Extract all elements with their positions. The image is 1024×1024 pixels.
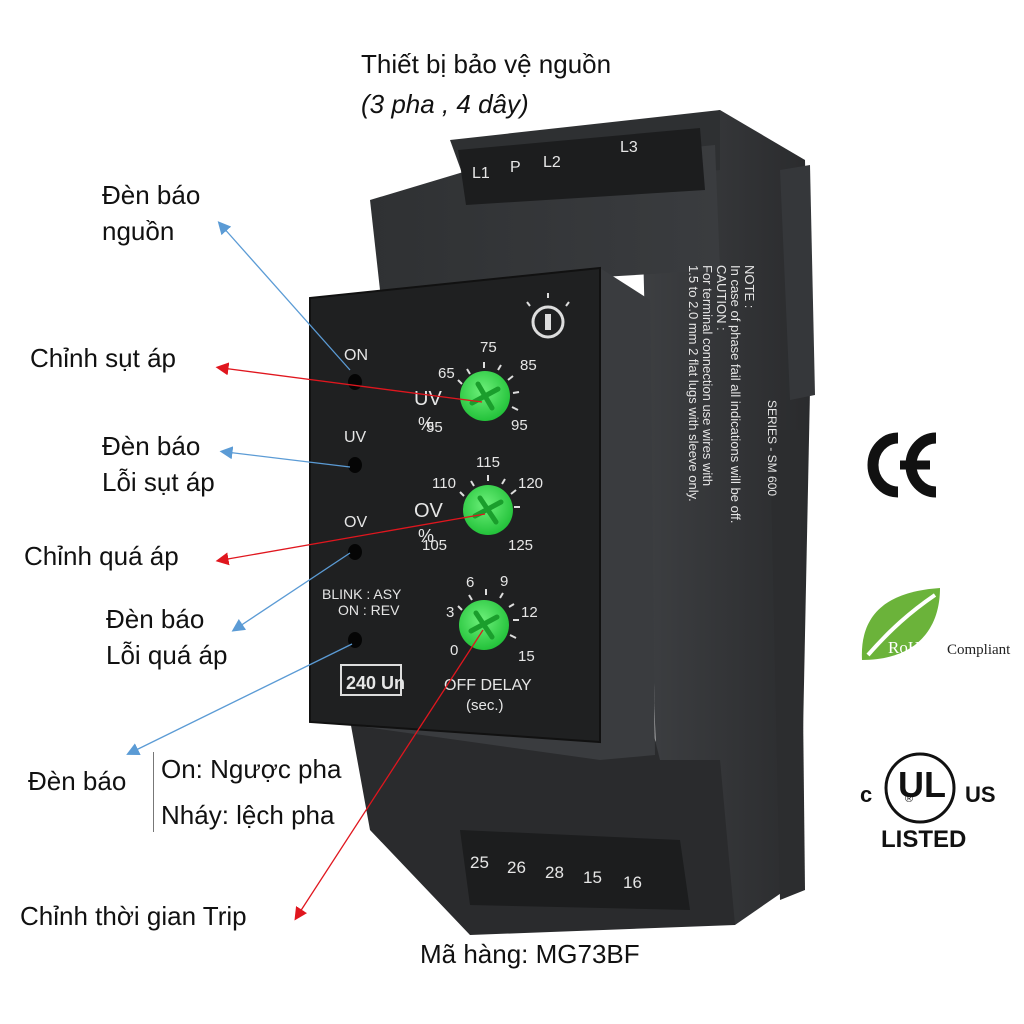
ul-listed: LISTED: [881, 826, 967, 853]
delay-unit: (sec.): [466, 697, 504, 714]
side-note: NOTE : In case of phase fail all indicat…: [686, 265, 757, 523]
delay-scale-3: 3: [446, 604, 454, 621]
ov-scale-125: 125: [508, 537, 533, 554]
divider: [153, 752, 154, 832]
callout-power-led: Đèn báo nguồn: [102, 177, 200, 249]
uv-scale-55: 55: [426, 419, 443, 436]
side-note-line: In case of phase fail all indications wi…: [728, 265, 743, 523]
callout-phase-blink: Nháy: lệch pha: [161, 800, 335, 830]
led-label-on: ON: [344, 347, 368, 364]
callout-ov-led: Đèn báo Lỗi quá áp: [106, 601, 227, 673]
rohs-compliant-text: Compliant: [947, 642, 1011, 658]
terminal-label: L3: [620, 139, 638, 156]
callout-trip-adjust: Chỉnh thời gian Trip: [20, 901, 247, 931]
callout-uv-led: Đèn báo Lỗi sụt áp: [102, 428, 215, 500]
ov-knob-cross-icon: [472, 495, 504, 525]
delay-dial[interactable]: 0 3 6 9 12 15 OFF DELAY (sec.): [444, 573, 538, 714]
uv-dial[interactable]: UV % 55 65 75 85 95: [414, 339, 537, 436]
delay-scale-12: 12: [521, 604, 538, 621]
callout-phase-led-label: Đèn báo: [28, 766, 127, 796]
ce-mark-icon: [867, 432, 937, 498]
page-subtitle: (3 pha , 4 dây): [361, 89, 529, 119]
terminal-label: L1: [472, 165, 490, 182]
side-note-line: NOTE :: [742, 265, 757, 308]
side-note-line: CAUTION :: [714, 265, 729, 331]
callout-line: Đèn báo: [102, 180, 201, 210]
terminal-label: P: [510, 159, 521, 176]
delay-scale-9: 9: [500, 573, 508, 590]
arrow-phase-led: [126, 643, 353, 755]
ov-led: [348, 544, 362, 560]
arrow-uv-adjust: [215, 362, 483, 403]
bottom-terminal-labels: 25 26 28 15 16: [470, 853, 642, 892]
arrow-power-led: [217, 221, 351, 371]
uv-dial-unit: %: [418, 414, 434, 434]
delay-label: OFF DELAY: [444, 677, 532, 694]
led-label-rev: ON : REV: [338, 602, 400, 618]
callout-ov-adjust: Chỉnh quá áp: [24, 541, 179, 571]
callout-line: Lỗi sụt áp: [102, 467, 215, 497]
ul-mark-icon: [884, 752, 956, 824]
side-note-line: For terminal connection use wires with: [700, 265, 715, 486]
callout-phase-on: On: Ngược pha: [161, 754, 342, 784]
callout-uv-adjust: Chỉnh sụt áp: [30, 343, 176, 373]
ov-dial-label: OV: [414, 500, 444, 522]
ov-scale-115: 115: [476, 454, 500, 471]
ov-scale-120: 120: [518, 475, 543, 492]
terminal-label: L2: [543, 154, 561, 171]
rating-box: [340, 664, 402, 696]
delay-scale-0: 0: [450, 642, 458, 659]
ov-ticks: [459, 475, 520, 508]
ul-letters: UL: [898, 764, 946, 805]
ul-c: c: [860, 782, 873, 807]
callout-line: Đèn báo: [106, 604, 205, 634]
arrow-ov-led: [231, 552, 351, 632]
rohs-text: RoHS: [888, 638, 930, 657]
brand-logo-icon: [526, 293, 570, 339]
delay-scale-6: 6: [466, 574, 474, 591]
terminal-label: 28: [545, 863, 564, 882]
led-label-ov: OV: [344, 514, 367, 531]
page-title: Thiết bị bảo vệ nguồn: [361, 49, 612, 79]
rating-label: 240 Un: [346, 673, 405, 693]
top-terminal-labels: L1 P L2 L3: [472, 139, 638, 182]
uv-scale-65: 65: [438, 365, 455, 382]
led-label-uv: UV: [344, 429, 367, 446]
terminal-label: 15: [583, 868, 602, 887]
terminal-label: 26: [507, 858, 526, 877]
terminal-label: 25: [470, 853, 489, 872]
led-column: ON UV OV BLINK : ASY ON : REV 240 Un: [322, 347, 405, 696]
uv-scale-95: 95: [511, 417, 528, 434]
delay-knob-cross-icon: [468, 610, 500, 640]
arrow-ov-adjust: [215, 513, 486, 566]
uv-led: [348, 457, 362, 473]
arrow-uv-led: [219, 446, 351, 468]
callout-line: Lỗi quá áp: [106, 640, 228, 670]
arrow-trip-adjust: [294, 629, 484, 921]
uv-ticks: [457, 362, 520, 411]
ov-scale-110: 110: [432, 475, 456, 492]
ov-dial-unit: %: [418, 526, 434, 546]
rohs-leaf-icon: [861, 588, 940, 660]
uv-scale-85: 85: [520, 357, 537, 374]
ov-dial[interactable]: OV % 105 110 115 120 125: [414, 454, 543, 554]
terminal-label: 16: [623, 873, 642, 892]
delay-scale-15: 15: [518, 648, 535, 665]
series-label: SERIES - SM 600: [765, 400, 779, 496]
ul-registered: ®: [905, 793, 914, 805]
led-label-blink: BLINK : ASY: [322, 586, 402, 602]
uv-scale-75: 75: [480, 339, 497, 356]
ov-scale-105: 105: [422, 537, 447, 554]
ul-us: US: [965, 782, 996, 807]
model-code: Mã hàng: MG73BF: [420, 939, 640, 969]
callout-line: Đèn báo: [102, 431, 201, 461]
delay-ticks: [457, 589, 519, 639]
callout-line: nguồn: [102, 216, 175, 246]
callout-arrows: [126, 221, 486, 921]
uv-dial-label: UV: [414, 388, 442, 410]
side-note-line: 1.5 to 2.0 mm 2 flat lugs with sleeve on…: [686, 265, 701, 502]
power-led: [348, 374, 362, 390]
